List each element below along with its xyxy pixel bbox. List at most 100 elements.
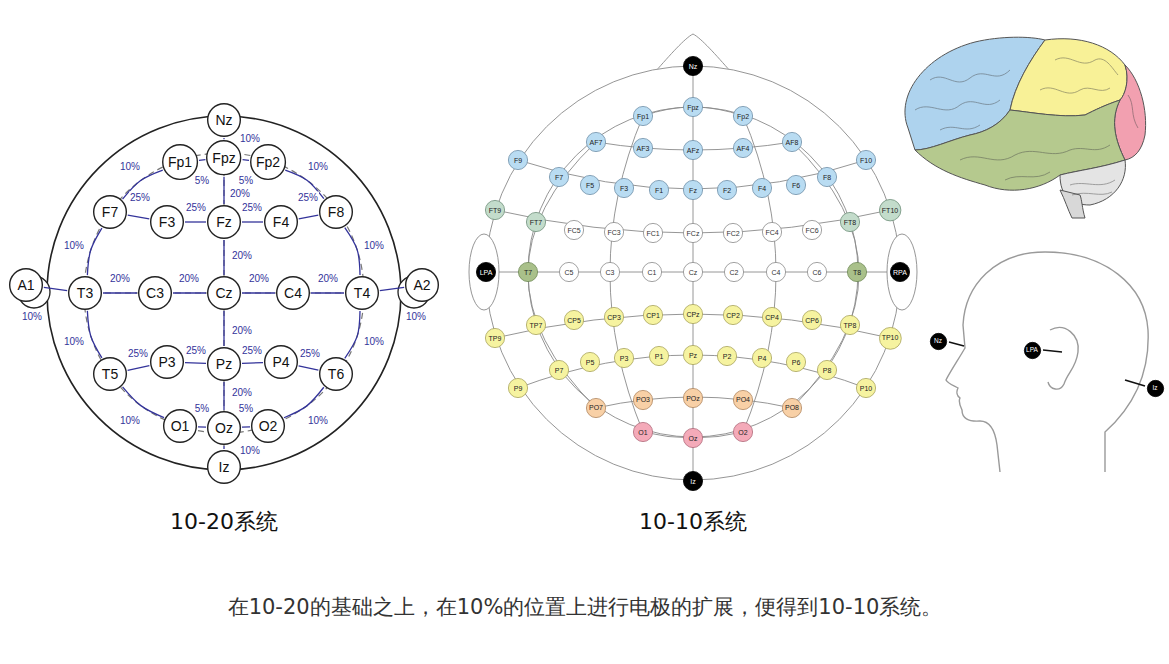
electrode-10-10: F1 [649,180,669,200]
measurement-connector [299,366,319,370]
measurement-connector [242,292,275,293]
electrode-10-10: F7 [549,167,569,187]
node-outline [717,346,736,365]
node-outline [683,471,702,490]
electrode-10-20: Oz [207,411,241,445]
electrode-10-10: O1 [633,422,653,442]
electrode-10-10: PO3 [633,390,653,410]
electrode-label: Iz [690,478,695,485]
head-outline-10-10 [655,34,731,72]
electrode-10-10: TP8 [840,315,860,335]
electrode-10-10: Cz [683,262,703,282]
electrode-10-10: P4 [752,348,772,368]
leader-line [1125,380,1145,386]
percentage-label: 10% [21,311,43,322]
electrode-10-10: Pz [683,345,703,365]
node-outline [208,277,241,310]
electrode-10-10: CP1 [643,305,663,325]
electrode-label: F8 [328,205,344,219]
electrode-label: F2 [723,187,731,194]
electrode-10-10: P6 [786,352,806,372]
node-outline [930,333,946,349]
head-profile [1048,328,1078,390]
electrode-10-10: F9 [508,150,528,170]
electrode-label: PO7 [589,404,603,411]
electrode-label: Nz [215,113,232,127]
measurement-connector [128,215,150,219]
node-outline [762,222,781,241]
electrode-10-10: FC2 [723,223,743,243]
electrode-label: T3 [77,286,93,300]
brain-gyri [1005,172,1050,180]
node-outline [208,412,241,445]
node-outline [1147,380,1163,396]
percentage-label: 25% [299,348,321,359]
electrode-10-20: Fp1 [162,144,198,180]
brain-gyri [915,58,1138,195]
percentage-label: 10% [119,415,141,426]
node-outline [208,451,241,484]
node-outline [265,346,298,379]
electrode-label: T5 [102,367,118,381]
electrode-label: AF8 [786,139,799,146]
percentage-label: 20% [178,273,200,284]
node-outline [752,178,771,197]
measurement-connector [223,446,224,449]
node-outline [879,327,901,349]
electrode-label: FT9 [489,207,501,214]
node-outline [526,315,545,334]
measurement-connector [284,387,324,417]
electrode-10-10: POz [683,388,703,408]
node-outline [633,106,652,125]
electrode-label: Fp2 [256,155,280,169]
electrode-label: FT10 [882,207,898,214]
landmark-marker: Iz [1147,380,1164,397]
node-outline [683,180,702,199]
electrode-10-20: F8 [319,195,353,229]
electrode-10-10: C1 [642,262,662,282]
node-outline [10,269,43,302]
node-outline [649,180,668,199]
electrode-label: Fp1 [637,113,649,120]
measurement-connector [223,138,224,139]
electrode-label: AFz [687,147,699,154]
electrode-label: C3 [146,286,164,300]
electrode-10-10: CP4 [762,307,782,327]
electrode-10-10: F4 [752,178,772,198]
electrode-label: C6 [813,269,822,276]
node-outline [733,106,752,125]
brain-gyri [915,100,1000,110]
electrode-label: Cz [689,269,698,276]
percentage-label: 10% [307,161,329,172]
electrode-10-10: FT8 [840,212,860,232]
electrode-label: AF3 [637,145,650,152]
node-outline [604,307,623,326]
node-outline [733,138,752,157]
percentage-label: 25% [185,202,207,213]
landmark-electrode: RPA [890,262,910,282]
electrode-label: F8 [823,174,831,181]
electrode-10-20: F7 [93,195,127,229]
electrode-10-10: CP6 [802,310,822,330]
node-outline [649,346,668,365]
node-outline [208,104,241,137]
measurement-connector [243,159,249,161]
electrode-10-20: T3 [68,276,102,310]
electrode-label: O2 [259,419,278,433]
percentage-label: 5% [194,175,210,186]
percentage-label: 25% [241,345,263,356]
node-outline [786,352,805,371]
percentage-label: 25% [127,348,149,359]
electrode-10-10: F5 [580,175,600,195]
node-outline [163,145,198,180]
electrode-10-20: F4 [264,205,298,239]
node-outline [207,141,241,175]
node-outline [643,223,662,242]
node-outline [802,310,821,329]
electrode-10-20: Iz [207,450,241,484]
electrode-label: Pz [689,352,697,359]
leader-line [949,342,964,346]
electrode-label: Pz [216,357,232,371]
percentage-label: 20% [231,250,253,261]
